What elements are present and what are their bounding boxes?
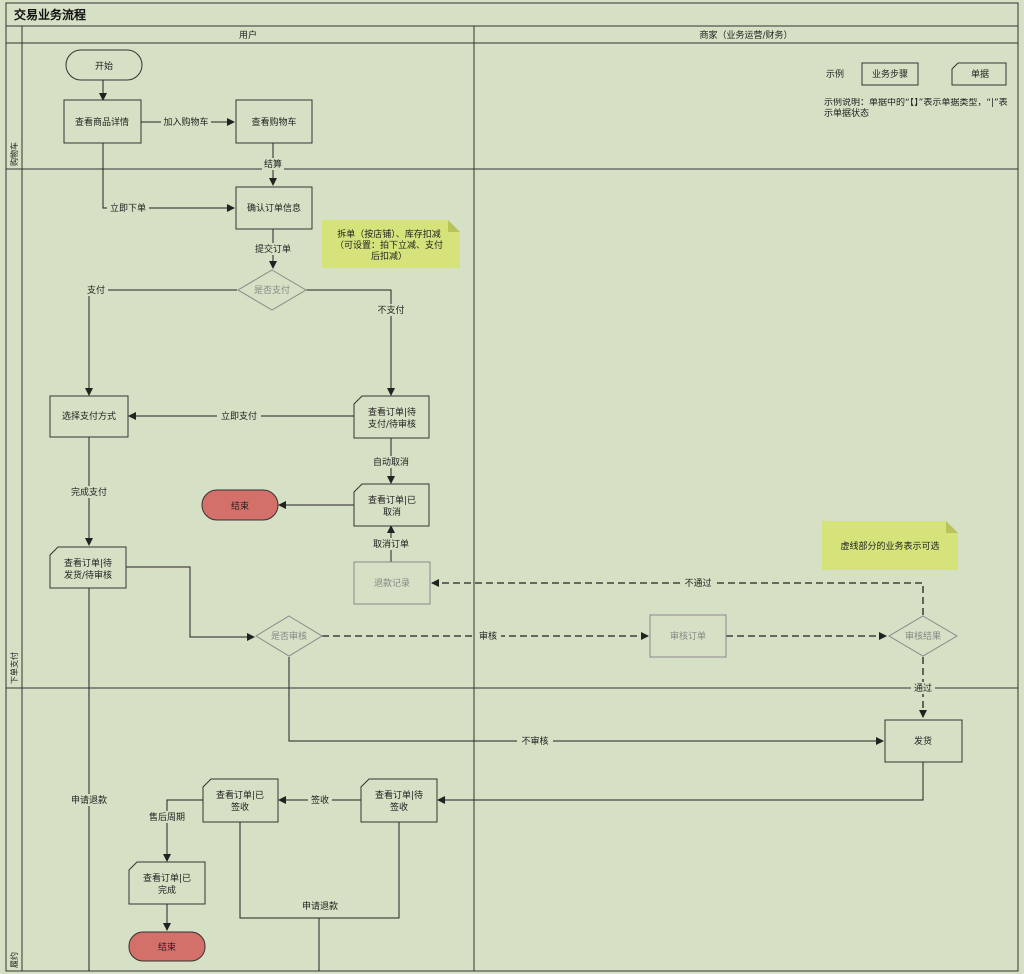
edge-label-cancel-order: 取消订单	[373, 538, 409, 550]
column-header-merchant: 商家（业务运营/财务）	[699, 29, 792, 41]
node-order-pending-ship-l1: 查看订单|待	[64, 557, 112, 569]
node-review-result-text: 审核结果	[905, 630, 941, 642]
node-start: 开始	[65, 49, 143, 81]
edge-label-add-cart: 加入购物车	[163, 116, 208, 128]
edge-label-apply-refund-1: 申请退款	[71, 794, 107, 806]
edge-label-buy-now: 立即下单	[110, 202, 146, 214]
edge-label-sign: 签收	[311, 794, 329, 806]
node-choose-pay-text: 选择支付方式	[62, 410, 116, 422]
edge-label-pay-now: 立即支付	[221, 410, 257, 422]
edge-label-checkout: 结算	[264, 158, 282, 170]
node-order-signed-l2: 签收	[231, 801, 249, 813]
legend-doc-text: 单据	[971, 68, 989, 80]
node-order-pending-sign: 查看订单|待 签收	[360, 778, 438, 823]
node-refund-record: 退款记录	[353, 561, 431, 605]
edge-label-done-pay: 完成支付	[71, 486, 107, 498]
node-end-2-text: 结束	[158, 941, 176, 953]
node-view-product-text: 查看商品详情	[75, 116, 129, 128]
outer-frame	[5, 2, 1019, 972]
node-order-pending-ship: 查看订单|待 发货/待审核	[49, 546, 127, 589]
node-order-signed: 查看订单|已 签收	[202, 778, 279, 823]
legend-note: 示例说明：单据中的“【】”表示单据类型，“|”表示单据状态	[824, 98, 1008, 119]
node-order-pending-ship-l2: 发货/待审核	[64, 569, 112, 581]
node-view-cart: 查看购物车	[235, 99, 313, 144]
node-end-2: 结束	[128, 931, 206, 962]
note-dashed-text: 虚线部分的业务表示可选	[840, 540, 939, 552]
node-confirm-order-text: 确认订单信息	[247, 202, 301, 214]
note-split-l2: （可设置：拍下立减、支付	[335, 239, 443, 251]
edges-dashed	[322, 579, 927, 718]
node-start-text: 开始	[95, 60, 113, 72]
node-ship-text: 发货	[914, 735, 932, 747]
note-split-l1: 拆单（按店铺）、库存扣减	[337, 228, 441, 240]
node-ship: 发货	[884, 719, 963, 763]
node-is-pay: 是否支付	[237, 269, 307, 311]
column-header-user: 用户	[239, 29, 257, 41]
node-review-order: 审核订单	[649, 614, 727, 658]
node-order-cancelled: 查看订单|已 取消	[353, 483, 430, 527]
legend-note-holder: 示例说明：单据中的“【】”表示单据类型，“|”表示单据状态	[824, 98, 1008, 119]
node-is-pay-text: 是否支付	[254, 284, 290, 296]
edge-label-no-pay: 不支付	[377, 304, 404, 316]
node-view-product: 查看商品详情	[63, 99, 142, 144]
node-view-cart-text: 查看购物车	[251, 116, 296, 128]
node-order-signed-l1: 查看订单|已	[216, 789, 264, 801]
node-order-cancelled-l2: 取消	[383, 506, 401, 518]
diagram-title: 交易业务流程	[14, 7, 86, 22]
edge-labels: 加入购物车 结算 立即下单 提交订单 支付 不支付 立即支付 自动取消 完成支付…	[66, 116, 935, 912]
node-is-review: 是否审核	[255, 615, 323, 657]
legend-label: 示例	[826, 68, 844, 80]
node-review-order-text: 审核订单	[670, 630, 706, 642]
edge-label-no-review: 不审核	[521, 735, 548, 747]
node-choose-pay: 选择支付方式	[49, 395, 129, 438]
node-order-pending-pay: 查看订单|待 支付/待审核	[353, 395, 430, 439]
node-order-done-l1: 查看订单|已	[143, 872, 191, 884]
row-label-fulfill: 履约	[9, 952, 19, 968]
node-order-pending-pay-l1: 查看订单|待	[368, 406, 416, 418]
edge-label-auto-cancel: 自动取消	[373, 456, 409, 468]
node-review-result: 审核结果	[888, 615, 958, 657]
edge-label-pay: 支付	[87, 284, 105, 296]
legend-step-box	[861, 62, 919, 86]
edge-label-not-pass: 不通过	[684, 577, 711, 589]
edge-label-pass: 通过	[914, 682, 932, 694]
note-split: 拆单（按店铺）、库存扣减 （可设置：拍下立减、支付 后扣减）	[322, 220, 460, 268]
row-label-cart: 购物车	[9, 142, 19, 166]
edges-solid	[85, 80, 924, 971]
node-confirm-order: 确认订单信息	[235, 186, 313, 230]
node-refund-record-text: 退款记录	[374, 577, 410, 589]
node-order-done-l2: 完成	[158, 884, 176, 896]
edge-label-apply-refund-2: 申请退款	[302, 900, 338, 912]
legend-step-text: 业务步骤	[872, 68, 908, 80]
edge-label-submit: 提交订单	[255, 243, 291, 255]
node-end-1-text: 结束	[231, 500, 249, 512]
edge-label-after-sale: 售后周期	[149, 811, 185, 823]
note-dashed: 虚线部分的业务表示可选	[822, 521, 958, 570]
note-split-l3: 后扣减）	[371, 250, 407, 262]
node-order-pending-pay-l2: 支付/待审核	[368, 418, 416, 430]
legend-doc-shape	[951, 62, 1007, 86]
node-order-pending-sign-l1: 查看订单|待	[375, 789, 423, 801]
edge-label-review: 审核	[479, 630, 497, 642]
node-order-pending-sign-l2: 签收	[390, 801, 408, 813]
row-label-order-pay: 下单支付	[9, 652, 19, 684]
node-is-review-text: 是否审核	[271, 630, 307, 642]
node-order-cancelled-l1: 查看订单|已	[368, 494, 416, 506]
node-end-1: 结束	[201, 489, 279, 521]
node-order-done: 查看订单|已 完成	[128, 861, 206, 905]
